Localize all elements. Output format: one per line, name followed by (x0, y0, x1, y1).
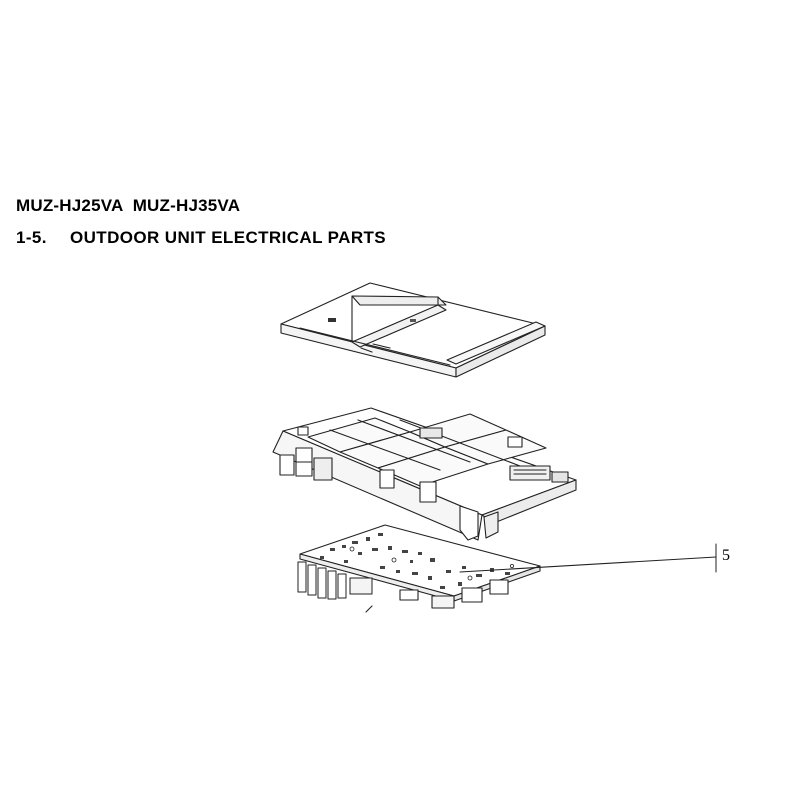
cover-plate (280, 282, 546, 378)
section-heading: 1-5. OUTDOOR UNIT ELECTRICAL PARTS (16, 228, 386, 248)
callout-5 (459, 543, 717, 573)
model-numbers: MUZ-HJ25VA MUZ-HJ35VA (16, 196, 241, 215)
section-title: OUTDOOR UNIT ELECTRICAL PARTS (70, 228, 387, 247)
callout-label-5: 5 (722, 547, 730, 564)
pcb-board (297, 524, 541, 613)
section-number: 1-5. (16, 228, 47, 247)
electrical-box-frame (272, 407, 577, 541)
